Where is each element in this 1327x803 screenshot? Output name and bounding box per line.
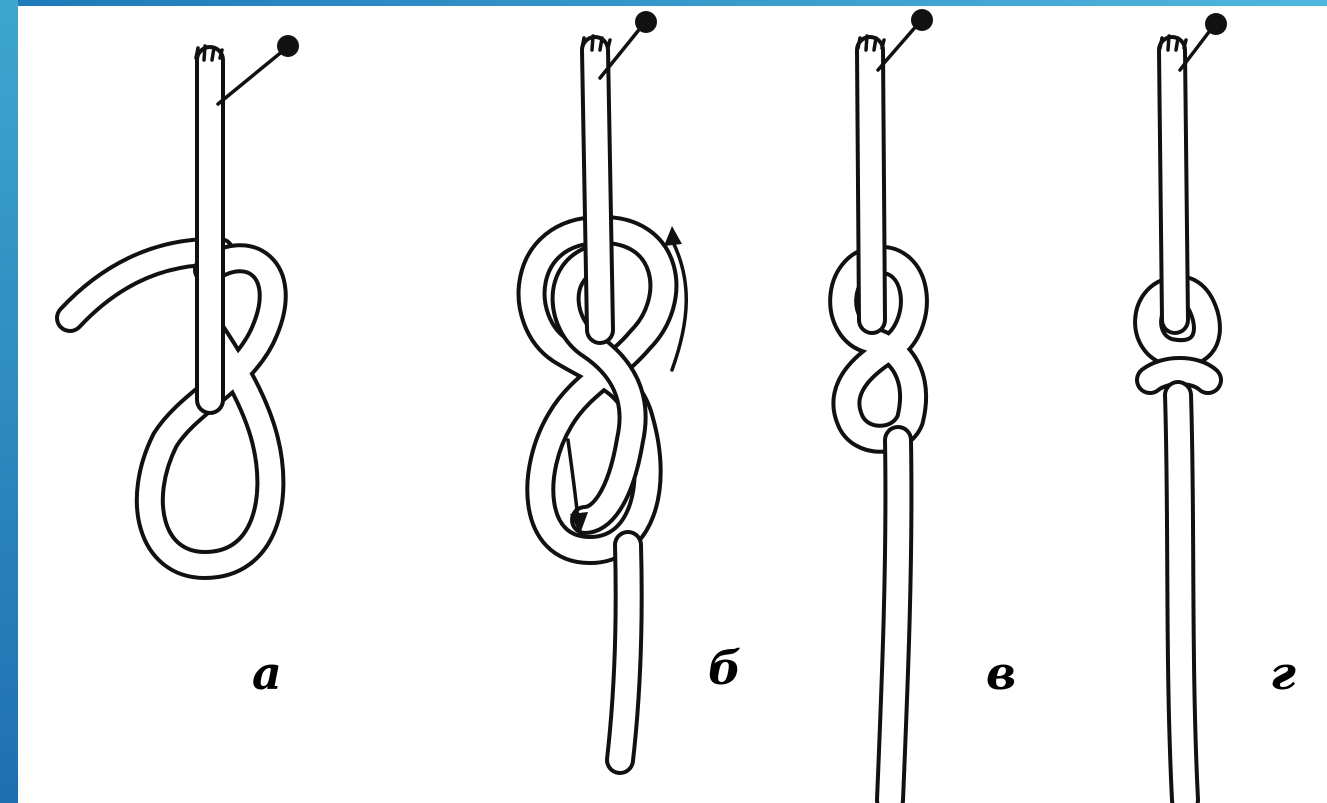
panel-b-drawing — [532, 11, 687, 760]
pin-icon — [878, 9, 933, 70]
panel-label-a: а — [252, 650, 282, 696]
panel-label-c: в — [986, 650, 1016, 696]
panel-c-drawing — [843, 9, 933, 800]
panel-label-b: б — [708, 645, 741, 691]
panel-d-drawing — [1148, 13, 1227, 800]
pin-icon — [218, 35, 299, 104]
panel-label-d: г — [1270, 650, 1296, 696]
panel-a-drawing — [70, 35, 299, 565]
